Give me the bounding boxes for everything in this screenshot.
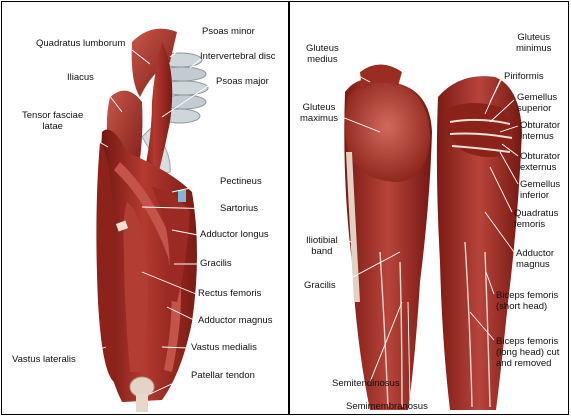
label-pectineus: Pectineus [220,176,262,187]
label-gemellus-superior: Gemellus superior [517,92,557,114]
label-adductor-magnus: Adductor magnus [198,315,272,326]
label-gluteus-medius: Gluteus medius [306,43,339,65]
label-iliotibial-band: Iliotibial band [306,235,338,257]
label-rectus-femoris: Rectus femoris [198,288,261,299]
label-semimembranosus: Semimembranosus [346,401,428,412]
label-vastus-lateralis: Vastus lateralis [12,354,76,365]
anterior-view-panel: Quadratus lumborum Psoas minor Intervert… [2,2,288,414]
label-gemellus-inferior: Gemellus inferior [520,179,560,201]
label-gracilis-posterior: Gracilis [304,280,336,291]
label-gluteus-maximus: Gluteus maximus [300,102,338,124]
label-sartorius: Sartorius [220,203,258,214]
label-obturator-internus: Obturator internus [520,120,560,142]
label-quadratus-lumborum: Quadratus lumborum [36,38,125,49]
label-intervertebral-disc: Intervertebral disc [200,51,276,62]
label-adductor-magnus-posterior: Adductor magnus [516,248,554,270]
label-semitendinosus: Semitendinosus [332,378,400,389]
label-gracilis: Gracilis [200,258,232,269]
label-psoas-major: Psoas major [216,76,269,87]
label-patellar-tendon: Patellar tendon [191,370,255,381]
label-piriformis: Piriformis [504,71,544,82]
label-gluteus-minimus: Gluteus minimus [516,32,551,54]
label-psoas-minor: Psoas minor [202,26,255,37]
label-tensor-fasciae-latae: Tensor fasciae latae [22,110,83,132]
patellar-tendon-shape [136,394,148,412]
label-adductor-longus: Adductor longus [200,229,269,240]
posterior-view-panel: Gluteus medius Gluteus minimus Piriformi… [290,2,568,414]
label-biceps-femoris-long: Biceps femoris (long head) cut and remov… [496,336,559,369]
label-obturator-externus: Obturator externus [520,151,560,173]
label-biceps-femoris-short: Biceps femoris (short head) [496,290,558,312]
label-iliacus: Iliacus [67,72,94,83]
label-quadratus-femoris: Quadratus femoris [514,208,558,230]
label-vastus-medialis: Vastus medialis [191,342,257,353]
